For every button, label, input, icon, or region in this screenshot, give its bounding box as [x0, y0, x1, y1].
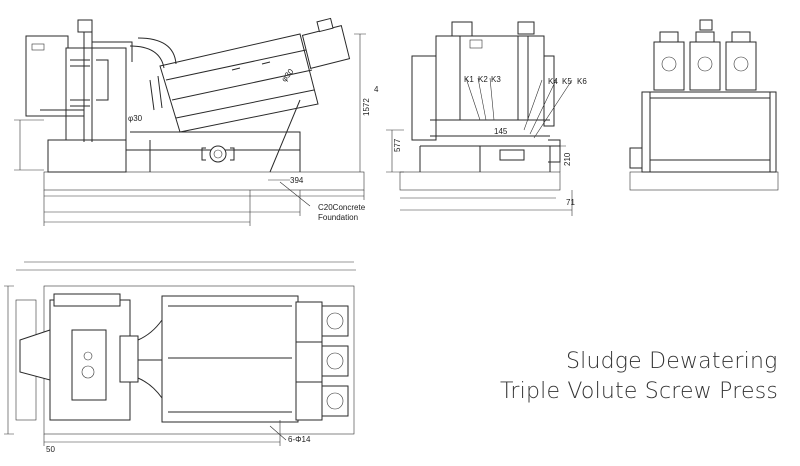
dim-394: 394: [290, 176, 304, 185]
label-k6: K6: [577, 77, 587, 86]
front-screw-body: [159, 33, 319, 133]
dim-phi30-b: φ30: [128, 114, 143, 123]
label-k5: K5: [562, 77, 572, 86]
front-cabinet: [25, 35, 69, 117]
front-motor: [301, 25, 351, 69]
side-view: K1 K2 K3 K4 K5 K6 145 577 210 71: [386, 21, 587, 216]
side-foundation: [399, 171, 561, 191]
dim-4: 4: [374, 85, 379, 94]
dim-210: 210: [563, 152, 572, 166]
dim-71: 71: [566, 198, 575, 207]
end-foundation: [629, 171, 779, 191]
label-foundation: Foundation: [318, 213, 358, 222]
dim-1572: 1572: [362, 98, 371, 116]
label-concrete: C20Concrete: [318, 203, 366, 212]
front-foundation: [43, 171, 365, 191]
end-view: [629, 19, 779, 191]
plan-view: 50 6-Φ14: [4, 261, 356, 454]
end-motors: [653, 19, 757, 91]
label-k4: K4: [548, 77, 558, 86]
label-k3: K3: [491, 75, 501, 84]
plan-drum: [161, 295, 299, 423]
side-motor: [451, 21, 473, 37]
label-k2: K2: [478, 75, 488, 84]
label-k1: K1: [464, 75, 474, 84]
dim-50: 50: [46, 445, 55, 454]
dim-577: 577: [393, 138, 402, 152]
plan-motors: [321, 305, 349, 417]
title-line-1: Sludge Dewatering: [566, 349, 778, 374]
front-sight-glass: [209, 145, 227, 163]
front-view: 1572 φ30 φ30 394 C20Concrete Foundation …: [14, 17, 379, 226]
dim-145: 145: [494, 127, 508, 136]
dim-holes: 6-Φ14: [288, 435, 311, 444]
title-line-2: Triple Volute Screw Press: [500, 379, 778, 404]
end-frame: [641, 91, 777, 173]
